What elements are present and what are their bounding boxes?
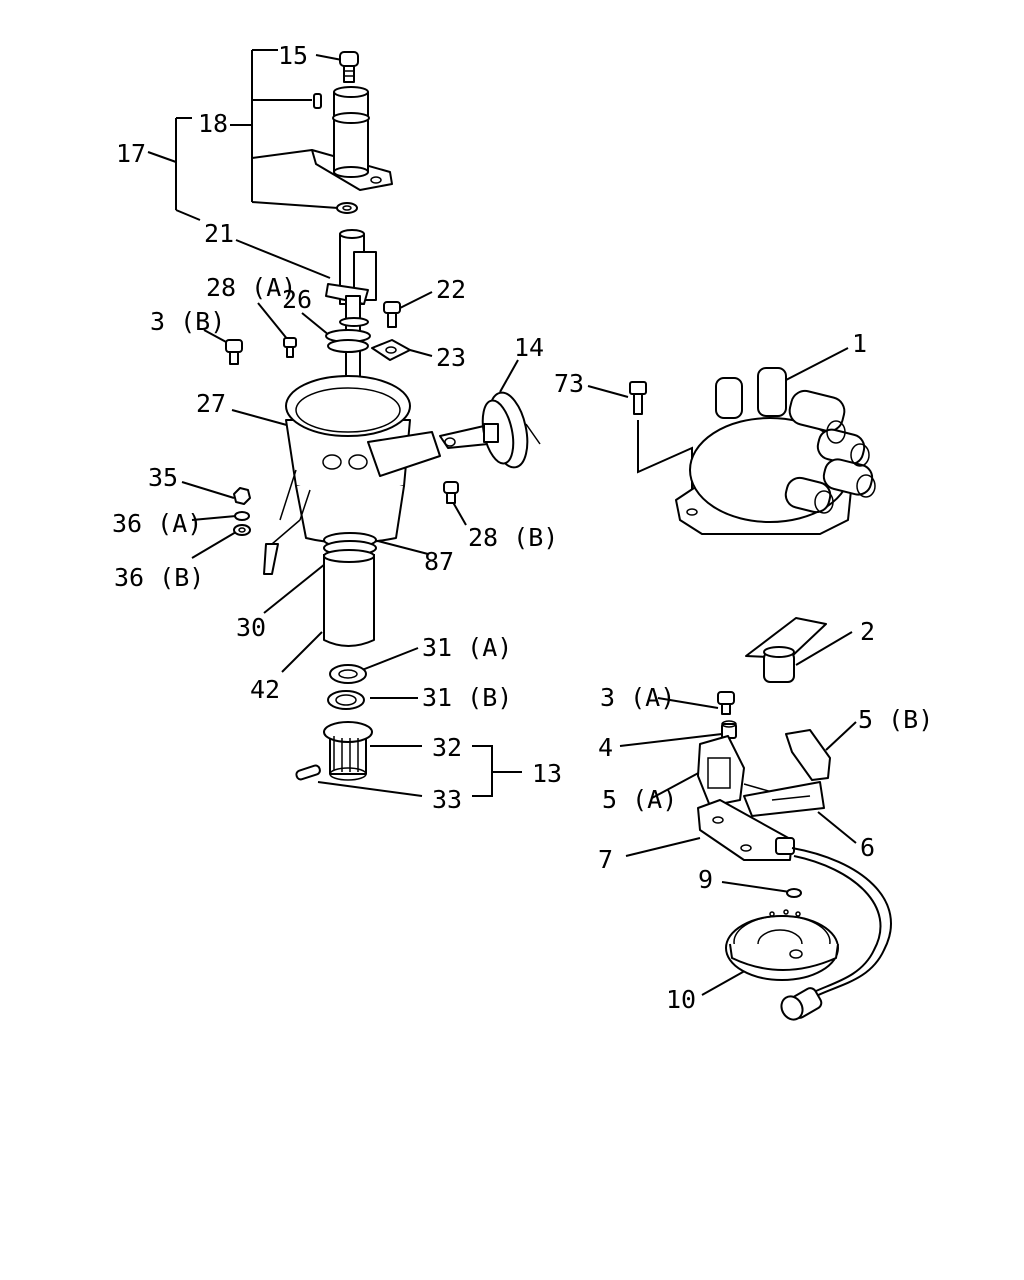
washer-part-31a [329,664,367,684]
callout-36a: 36 (A) [112,509,202,538]
screw-part-3a [717,691,735,715]
pin-part-18 [313,93,322,109]
callout-3b: 3 (B) [150,307,225,336]
screw-part-28a [283,337,297,358]
callout-42: 42 [250,675,280,704]
callout-23: 23 [436,343,466,372]
callout-13: 13 [532,759,562,788]
callout-2: 2 [860,617,875,646]
screw-part-3b [225,339,243,365]
shank-part-42 [323,549,375,647]
gear-part-32 [323,721,373,781]
callout-36b: 36 (B) [114,563,204,592]
washer-part-36a [234,511,250,521]
callout-14: 14 [514,333,544,362]
callout-31b: 31 (B) [422,683,512,712]
plate-part-10 [725,909,839,981]
washer-part-9 [786,888,802,898]
callout-30: 30 [236,613,266,642]
housing-part-27 [263,375,441,575]
callout-18: 18 [198,109,228,138]
bolt-part-73 [629,381,647,415]
callout-17: 17 [116,139,146,168]
callout-5b: 5 (B) [858,705,933,734]
pin-part-33 [295,764,321,781]
callout-87: 87 [424,547,454,576]
callout-26: 26 [282,285,312,314]
callout-3a: 3 (A) [600,683,675,712]
washer-part-31b [327,690,365,710]
callout-73: 73 [554,369,584,398]
callout-labels: 15 18 17 21 28 (A) 26 22 3 (B) 23 14 1 7… [112,41,933,1014]
pickup-part-5b [785,729,831,781]
callout-21: 21 [204,219,234,248]
callout-35: 35 [148,463,178,492]
collar-part-4 [721,720,737,739]
nut-part-35 [233,487,251,505]
callout-33: 33 [432,785,462,814]
screw-part-22 [383,301,401,328]
distributor-cap-part-1 [675,367,876,535]
callout-9: 9 [698,865,713,894]
callout-6: 6 [860,833,875,862]
screw-part-28b [443,481,459,504]
governor-shaft-part-18 [311,86,393,214]
callout-4: 4 [598,733,613,762]
callout-31a: 31 (A) [422,633,512,662]
washer-part-36b [233,524,251,536]
callout-7: 7 [598,845,613,874]
callout-15: 15 [278,41,308,70]
callout-5a: 5 (A) [602,785,677,814]
callout-28b: 28 (B) [468,523,558,552]
callout-22: 22 [436,275,466,304]
bracket-part-6 [743,781,825,817]
plate-part-7 [697,799,892,1021]
callout-32: 32 [432,733,462,762]
plate-part-23 [371,339,411,361]
callout-27: 27 [196,389,226,418]
callout-28a: 28 (A) [206,273,296,302]
callout-10: 10 [666,985,696,1014]
screw-part-15 [339,51,359,83]
rotor-part-2 [745,617,827,683]
shaft-part-21 [325,229,377,437]
callout-1: 1 [852,329,867,358]
vacuum-advance-part-14 [439,391,541,469]
